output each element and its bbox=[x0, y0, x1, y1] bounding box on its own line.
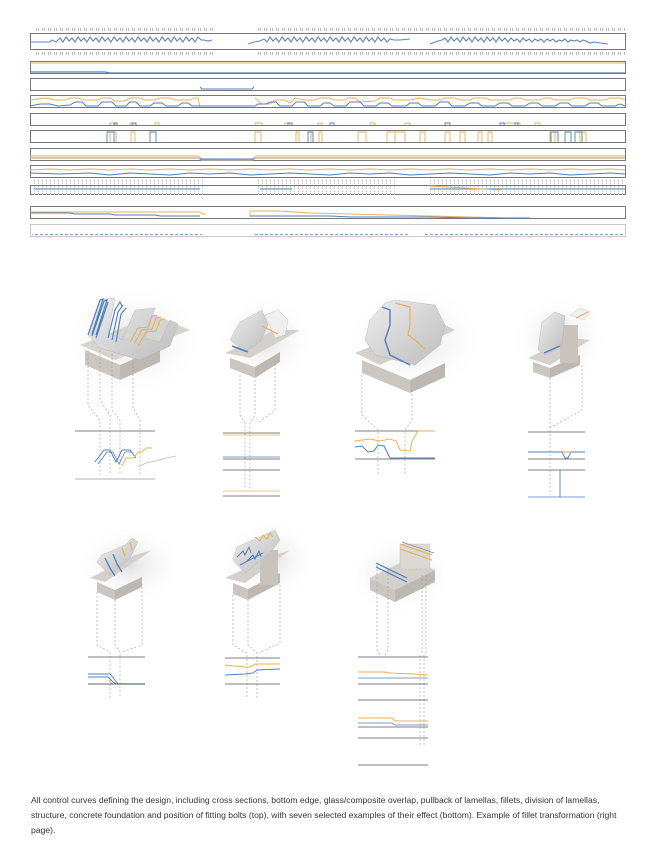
curve-row-concrete-foundation bbox=[30, 165, 626, 178]
example-4-structure bbox=[500, 290, 620, 500]
curve-row-structure bbox=[30, 148, 626, 161]
example-6-division bbox=[215, 515, 325, 700]
curve-row-fillets bbox=[30, 113, 626, 126]
example-2-bottom-edge bbox=[210, 290, 320, 500]
curve-row-glass-composite-overlap bbox=[30, 78, 626, 91]
curve-row-bottom-edge bbox=[30, 61, 626, 74]
curve-row-fitting-bolts-dotted bbox=[30, 224, 626, 237]
curve-row-fitting-bolts-ticks bbox=[30, 180, 626, 195]
figure-caption: All control curves defining the design, … bbox=[31, 795, 617, 835]
example-7-fitting-bolts bbox=[340, 530, 450, 770]
curve-row-pullback-of-lamellas bbox=[30, 95, 626, 108]
example-3-pullback bbox=[340, 285, 490, 485]
curve-row-division-of-lamellas bbox=[30, 130, 626, 143]
curve-row-fitting-bolts-descending bbox=[30, 206, 626, 219]
example-1-cross-sections bbox=[60, 280, 210, 490]
control-curves-svg bbox=[30, 28, 626, 237]
control-curves-panel bbox=[30, 28, 630, 243]
curve-row-cross-sections bbox=[30, 28, 626, 55]
example-5-fillets bbox=[70, 520, 200, 700]
